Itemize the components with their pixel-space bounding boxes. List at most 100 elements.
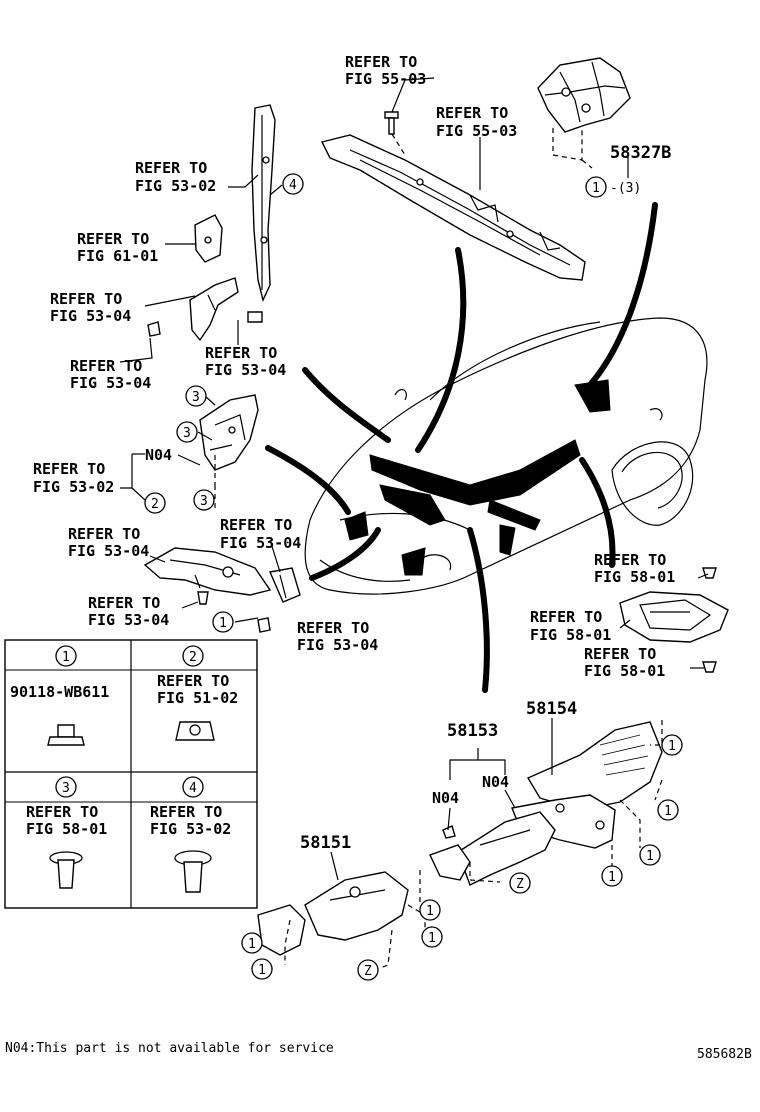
callout-refer-58-01-a: REFER TO FIG 58-01 [594,551,675,586]
marker-4-top: 4 [282,173,304,195]
callout-refer-61-01: REFER TO FIG 61-01 [77,230,158,265]
svg-text:1: 1 [608,870,616,885]
callout-refer-53-04-b: REFER TO FIG 53-04 [70,357,151,392]
part-number-58327B: 58327B [610,143,671,163]
part-58153-shape [429,811,556,886]
callout-refer-58-01-b: REFER TO FIG 58-01 [530,608,611,644]
svg-text:FIG 58-01: FIG 58-01 [530,626,611,644]
svg-text:2: 2 [151,497,159,512]
part-58151-shape [257,871,409,956]
legend-cell-3: 3 REFER TO FIG 58-01 [26,776,107,889]
svg-text:REFER TO: REFER TO [584,645,656,663]
code-n04-lower-a: N04 [432,789,459,807]
svg-text:REFER TO: REFER TO [594,551,666,569]
svg-text:FIG 53-02: FIG 53-02 [135,177,216,195]
marker-1-lower-d: 1 [601,865,623,887]
svg-text:FIG 58-01: FIG 58-01 [26,820,107,838]
svg-text:1: 1 [592,181,600,196]
callout-refer-53-04-g: REFER TO FIG 53-04 [297,619,378,654]
callout-refer-53-02-a: REFER TO FIG 53-02 [135,159,216,195]
svg-text:1: 1 [664,804,672,819]
callout-refer-53-04-a: REFER TO FIG 53-04 [50,290,131,325]
svg-text:1: 1 [646,849,654,864]
svg-text:REFER TO: REFER TO [88,594,160,612]
callout-refer-53-02-b: REFER TO FIG 53-02 [33,460,114,496]
illustration-id: 585682B [697,1047,752,1062]
svg-text:REFER TO: REFER TO [530,608,602,626]
callout-refer-53-04-f: REFER TO FIG 53-04 [88,594,169,629]
svg-text:REFER TO: REFER TO [436,104,508,122]
marker-2: 2 [144,492,166,514]
svg-text:FIG 53-04: FIG 53-04 [50,307,131,325]
undercover-58-01 [619,567,729,673]
svg-text:4: 4 [289,178,297,193]
leader-lines [119,77,709,881]
svg-text:REFER TO: REFER TO [26,803,98,821]
bracket-61-01 [194,214,223,263]
bolt-55-03 [384,111,406,156]
svg-text:FIG 53-04: FIG 53-04 [297,636,378,654]
bolt-small [247,311,263,323]
small-bracket [269,567,301,603]
legend-cell-1: 1 90118-WB611 [10,645,109,746]
marker-1-left: 1 [212,611,234,633]
svg-text:REFER TO: REFER TO [157,672,229,690]
marker-1-lower-g: 1 [241,932,263,954]
marker-1-lower-c: 1 [639,844,661,866]
marker-1-lower-a: 1 [661,734,683,756]
svg-text:FIG 55-03: FIG 55-03 [436,122,517,140]
svg-text:1: 1 [219,616,227,631]
footer-note: N04:This part is not available for servi… [5,1041,334,1056]
svg-text:FIG 53-04: FIG 53-04 [205,361,286,379]
svg-text:1: 1 [668,739,676,754]
svg-text:FIG 53-04: FIG 53-04 [220,534,301,552]
svg-text:90118-WB611: 90118-WB611 [10,683,109,701]
marker-z-right: Z [509,872,531,894]
part-number-58151: 58151 [300,833,351,853]
quantity-note: -(3) [610,181,641,196]
svg-text:Z: Z [516,877,524,892]
headlamp-bracket [199,394,259,471]
svg-text:1: 1 [62,650,70,665]
part-58327B-shape [537,57,631,169]
marker-1-58327B: 1 [585,176,607,198]
marker-1-lower-f: 1 [421,926,443,948]
clip-small [197,591,271,633]
svg-text:REFER TO: REFER TO [70,357,142,375]
svg-text:REFER TO: REFER TO [150,803,222,821]
marker-1-lower-e: 1 [419,899,441,921]
svg-text:REFER TO: REFER TO [345,53,417,71]
nut-small [147,321,161,337]
marker-1-lower-b: 1 [657,799,679,821]
marker-3-a: 3 [185,385,207,407]
installed-parts-silhouette [344,379,611,576]
svg-text:FIG 61-01: FIG 61-01 [77,247,158,265]
svg-text:REFER TO: REFER TO [205,344,277,362]
svg-text:Z: Z [364,964,372,979]
svg-text:FIG 53-04: FIG 53-04 [70,374,151,392]
part-number-58153: 58153 [447,721,498,741]
svg-text:3: 3 [200,494,208,509]
callout-refer-53-04-e: REFER TO FIG 53-04 [68,525,149,560]
svg-text:REFER TO: REFER TO [50,290,122,308]
callout-refer-55-03-a: REFER TO FIG 55-03 [345,53,426,88]
svg-text:FIG 53-04: FIG 53-04 [88,611,169,629]
svg-text:3: 3 [62,781,70,796]
svg-text:FIG 53-04: FIG 53-04 [68,542,149,560]
marker-3-b: 3 [176,421,198,443]
svg-text:1: 1 [426,904,434,919]
svg-text:REFER TO: REFER TO [68,525,140,543]
callout-refer-55-03-b: REFER TO FIG 55-03 [436,104,517,140]
svg-text:1: 1 [428,931,436,946]
reference-arcs [265,202,658,693]
svg-text:FIG 51-02: FIG 51-02 [157,689,238,707]
svg-text:3: 3 [183,426,191,441]
svg-text:4: 4 [189,781,197,796]
fender-liner-front [143,547,272,596]
bracket-53-04 [189,277,239,342]
part-number-58154: 58154 [526,699,577,719]
svg-text:FIG 58-01: FIG 58-01 [594,568,675,586]
marker-z-left: Z [357,959,379,981]
fastener-legend: 1 90118-WB611 2 REFER TO FIG 51-02 3 REF… [4,639,258,909]
